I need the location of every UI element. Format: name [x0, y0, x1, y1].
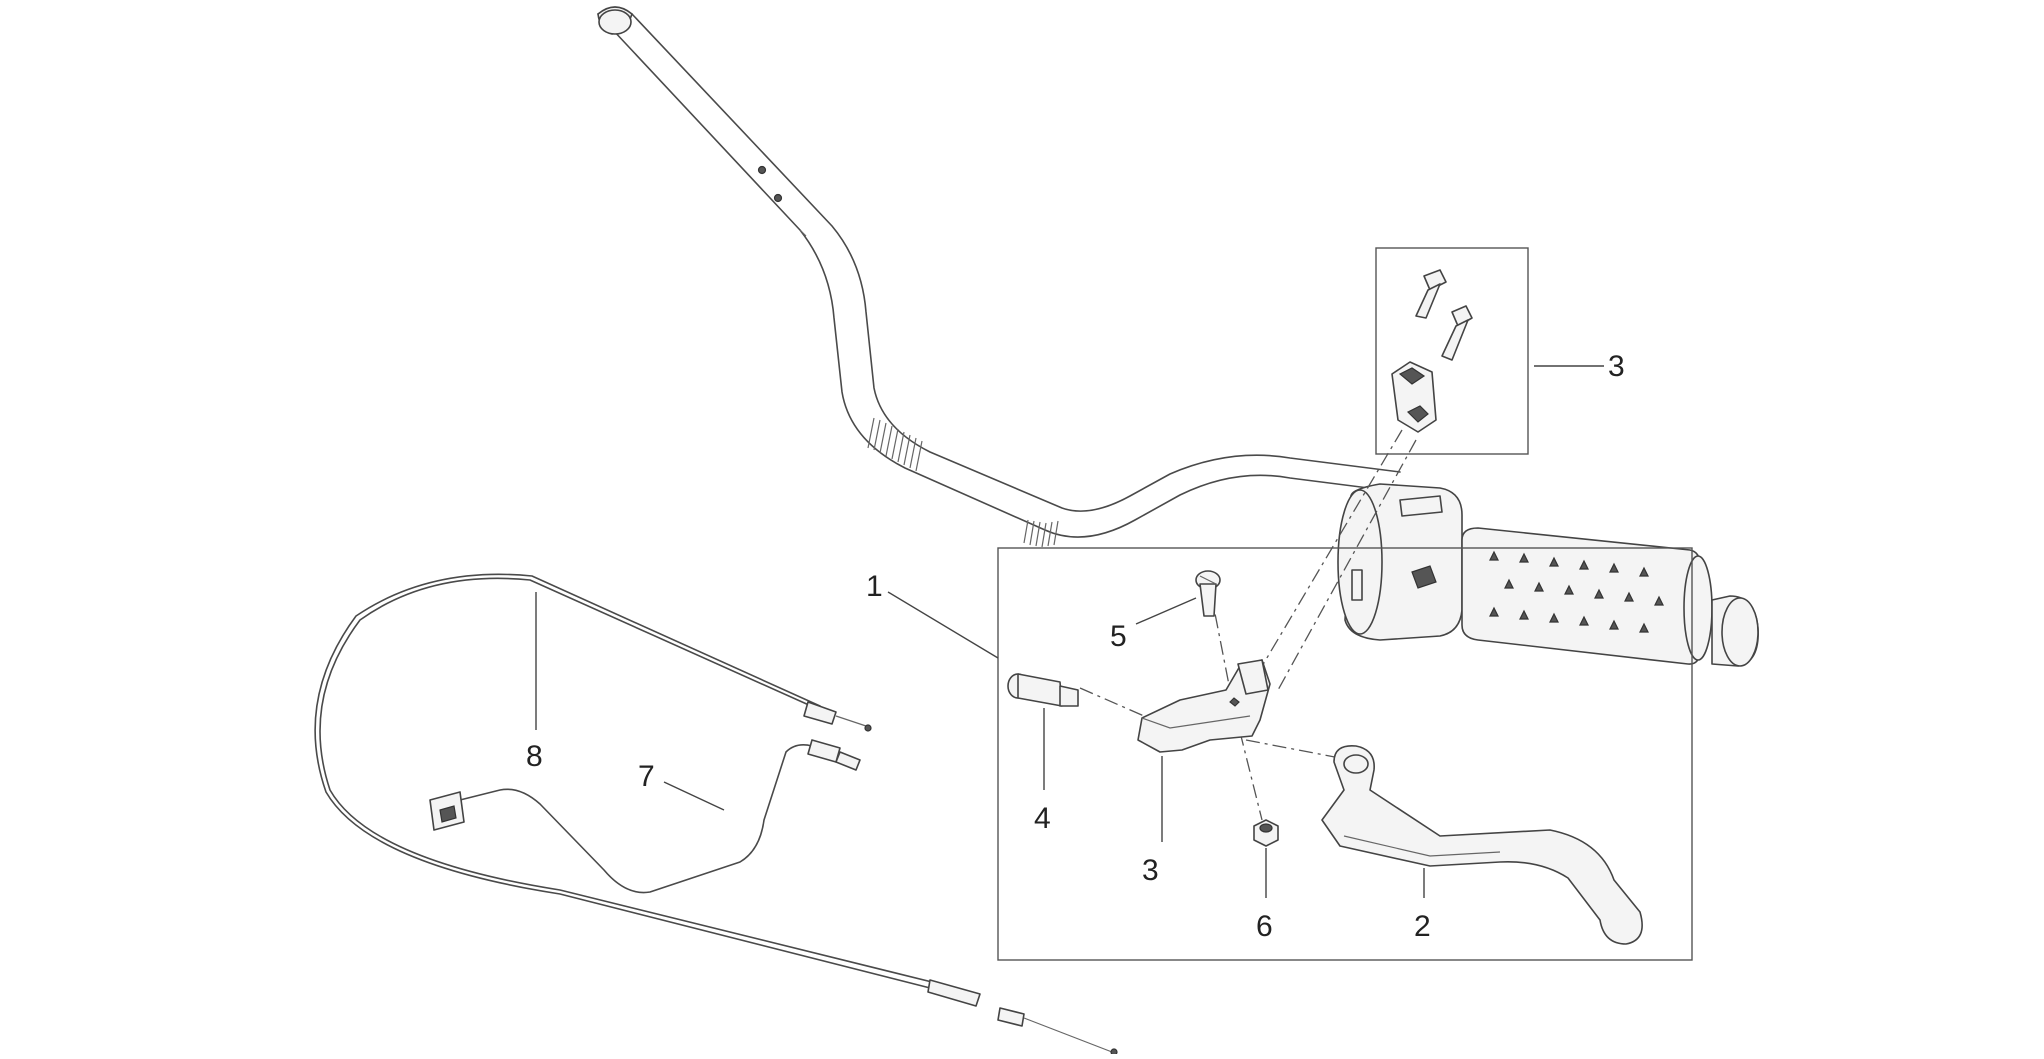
alignment-lines: [1079, 429, 1417, 821]
clutch-cable[interactable]: [314, 573, 1118, 1056]
callout-7: 7: [638, 760, 655, 793]
clamp-kit-frame: [1375, 247, 1529, 455]
pivot-nut[interactable]: [1253, 819, 1279, 847]
callout-6: 6: [1256, 910, 1273, 943]
clutch-switch[interactable]: [429, 739, 861, 894]
clutch-lever[interactable]: [1321, 745, 1643, 945]
clamp-bolt-lower[interactable]: [1441, 305, 1473, 361]
callout-4: 4: [1034, 802, 1051, 835]
lever-bracket[interactable]: [1137, 659, 1271, 753]
callout-3-clamp: 3: [1608, 350, 1625, 383]
switch-housing[interactable]: [1337, 483, 1463, 641]
callout-1: 1: [866, 570, 883, 603]
throttle-grip[interactable]: [1461, 527, 1759, 667]
clamp-bolt-upper[interactable]: [1415, 269, 1447, 319]
callout-3-bracket: 3: [1142, 854, 1159, 887]
lever-assembly-frame: [997, 547, 1693, 961]
cable-adjuster[interactable]: [1007, 673, 1079, 707]
callout-5: 5: [1110, 620, 1127, 653]
leader-7: [663, 781, 725, 811]
clamp[interactable]: [1391, 361, 1437, 433]
handlebar[interactable]: [597, 6, 1401, 548]
callout-2: 2: [1414, 910, 1431, 943]
leader-5: [1135, 597, 1197, 625]
leader-1: [887, 591, 999, 659]
pivot-pin[interactable]: [1195, 570, 1221, 617]
callout-8: 8: [526, 740, 543, 773]
